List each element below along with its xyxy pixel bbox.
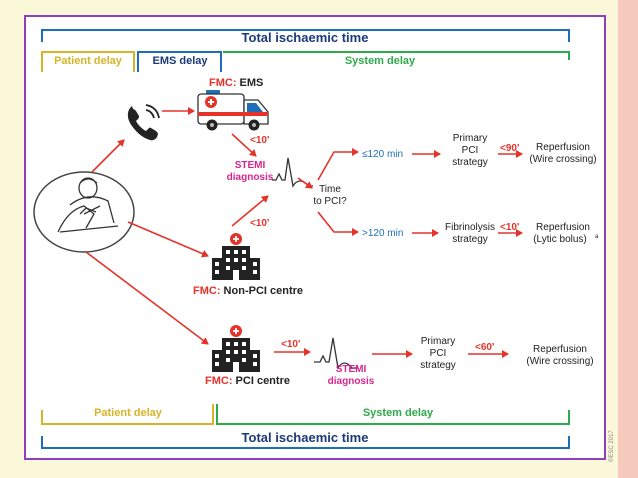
system-delay-bottom-bracket <box>216 404 570 425</box>
ems-delay-label: EMS delay <box>152 55 208 67</box>
gt120-label: >120 min <box>362 228 403 239</box>
lt10-pci-centre-label: <10' <box>281 339 300 350</box>
reperfusion-2-footnote: a <box>595 234 599 240</box>
ecg-wave-icon <box>272 157 313 188</box>
patient-delay-top-bracket <box>41 51 135 72</box>
system-delay-bottom-label: System delay <box>363 407 434 419</box>
primary-pci-2-line1: Primary <box>421 336 455 347</box>
system-delay-top-label: System delay <box>345 55 416 67</box>
total-ischaemic-time-bottom: Total ischaemic time <box>242 430 369 445</box>
hospital-icon <box>212 233 260 280</box>
arrow-patient-to-phone <box>91 139 125 173</box>
hospital-icon <box>212 325 260 372</box>
time-to-pci-line2: to PCI? <box>313 196 347 207</box>
flow-arrows <box>85 107 523 358</box>
arrow-ems-to-stemi <box>231 133 257 157</box>
reperfusion-1-line2: (Wire crossing) <box>529 154 596 165</box>
arrow-time-to-le120 <box>317 148 359 181</box>
stemi-diagnosis-1-line2: diagnosis <box>227 172 274 183</box>
fmc-pci-centre-label: FMC: PCI centre <box>205 375 290 387</box>
reperfusion-2-line2: (Lytic bolus) <box>533 234 587 245</box>
fmc-pci-suffix: PCI centre <box>233 375 290 387</box>
arrow-time-to-gt120 <box>317 211 359 236</box>
fmc-non-pci-suffix: Non-PCI centre <box>221 285 304 297</box>
patient-delay-bottom-bracket <box>41 404 214 425</box>
copyright-label: ©ESC 2017 <box>608 430 615 462</box>
reperfusion-2-line1: Reperfusion <box>536 222 590 233</box>
phone-icon <box>127 104 160 141</box>
stemi-diagnosis-2-line1: STEMI <box>336 364 367 375</box>
time-to-pci-line1: Time <box>319 184 341 195</box>
total-ischaemic-time-top: Total ischaemic time <box>242 30 369 45</box>
patient-chest-pain-icon <box>33 171 135 253</box>
lt60-label: <60' <box>475 342 494 353</box>
fmc-non-pci-prefix: FMC: <box>193 285 221 297</box>
le120-label: ≤120 min <box>362 149 403 160</box>
fmc-pci-prefix: FMC: <box>205 375 233 387</box>
arrow-patient-to-pci-centre <box>85 251 209 345</box>
ems-delay-bracket <box>137 51 222 72</box>
primary-pci-1-line3: strategy <box>452 157 488 168</box>
stemi-diagnosis-2-line2: diagnosis <box>328 376 375 387</box>
right-margin-strip <box>618 0 638 478</box>
lt10-non-pci-label: <10' <box>250 218 269 229</box>
ecg-wave-icon <box>314 337 358 370</box>
patient-delay-bottom-label: Patient delay <box>94 407 163 419</box>
system-delay-top-bracket <box>223 51 570 60</box>
fmc-non-pci-label: FMC: Non-PCI centre <box>193 285 303 297</box>
arrow-stemi-to-time <box>297 177 313 189</box>
fmc-ems-suffix: EMS <box>237 77 264 89</box>
arrow-patient-to-non-pci <box>127 221 209 258</box>
fibrinolysis-line2: strategy <box>452 234 488 245</box>
top-total-bracket <box>41 29 570 42</box>
reperfusion-1-line1: Reperfusion <box>536 142 590 153</box>
primary-pci-1-line1: Primary <box>453 133 487 144</box>
fmc-ems-label: FMC: EMS <box>209 77 263 89</box>
primary-pci-2-line3: strategy <box>420 360 456 371</box>
reperfusion-3-line2: (Wire crossing) <box>526 356 593 367</box>
lt90-label: <90' <box>500 143 519 154</box>
lt10-fibrinolysis-label: <10' <box>500 222 519 233</box>
primary-pci-2-line2: PCI <box>430 348 447 359</box>
patient-delay-top-label: Patient delay <box>54 55 123 67</box>
reperfusion-3-line1: Reperfusion <box>533 344 587 355</box>
arrow-non-pci-to-stemi <box>231 195 269 227</box>
fibrinolysis-line1: Fibrinolysis <box>445 222 495 233</box>
ambulance-icon <box>197 90 269 131</box>
primary-pci-1-line2: PCI <box>462 145 479 156</box>
lt10-ems-label: <10' <box>250 135 269 146</box>
bottom-total-bracket <box>41 436 570 449</box>
stemi-diagnosis-1-line1: STEMI <box>235 160 266 171</box>
fmc-ems-prefix: FMC: <box>209 77 237 89</box>
